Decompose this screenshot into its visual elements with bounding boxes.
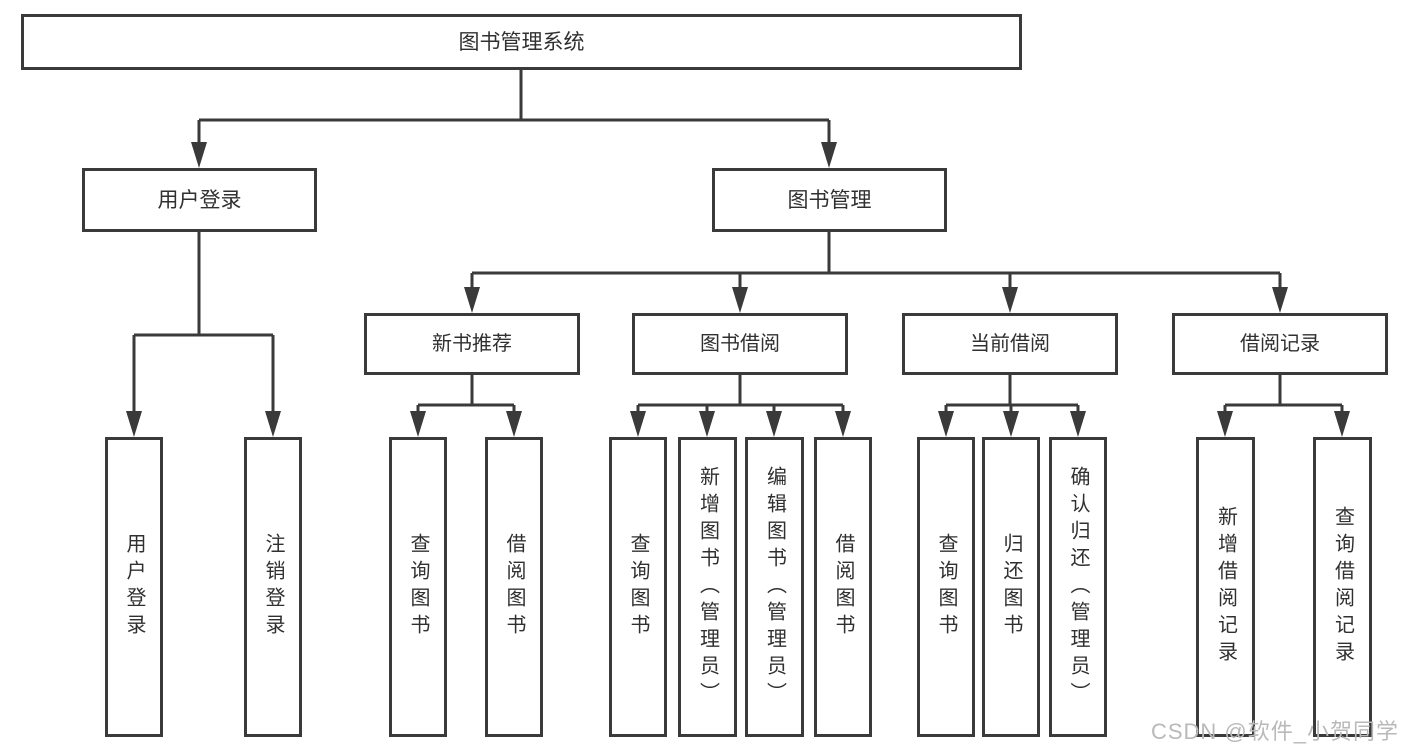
node-new-book-rec: 新书推荐 <box>364 313 580 375</box>
node-root: 图书管理系统 <box>21 14 1022 70</box>
connector-new-book-rec-children <box>410 375 522 437</box>
leaf-query-books-current: 查询图书 <box>917 437 975 737</box>
leaf-return-books: 归还图书 <box>982 437 1040 737</box>
leaf-borrow-books-rec: 借阅图书 <box>485 437 543 737</box>
leaf-confirm-return-admin: 确认归还（管理员） <box>1049 437 1107 737</box>
leaf-user-login: 用户登录 <box>105 437 163 737</box>
connector-book-mgmt-children <box>464 232 1288 313</box>
leaf-edit-book-admin: 编辑图书（管理员） <box>745 437 804 737</box>
node-borrow-records: 借阅记录 <box>1172 313 1388 375</box>
leaf-borrow-books: 借阅图书 <box>814 437 872 737</box>
leaf-query-books-rec: 查询图书 <box>389 437 447 737</box>
leaf-query-books-borrow: 查询图书 <box>609 437 667 737</box>
leaf-add-borrow-record: 新增借阅记录 <box>1196 437 1255 737</box>
csdn-watermark: CSDN @软件_小贺同学 <box>1150 719 1399 744</box>
connector-current-borrow-children <box>938 375 1086 437</box>
node-user-login: 用户登录 <box>82 168 317 232</box>
leaf-add-book-admin: 新增图书（管理员） <box>678 437 737 737</box>
node-book-borrow: 图书借阅 <box>632 313 848 375</box>
connector-book-borrow-children <box>630 375 851 437</box>
node-current-borrow: 当前借阅 <box>902 313 1118 375</box>
connector-user-login-children <box>126 232 281 437</box>
node-book-mgmt: 图书管理 <box>712 168 947 232</box>
connector-root-to-level2 <box>191 70 837 168</box>
connector-borrow-records-children <box>1217 375 1350 437</box>
leaf-query-borrow-record: 查询借阅记录 <box>1313 437 1372 737</box>
leaf-logout: 注销登录 <box>244 437 302 737</box>
